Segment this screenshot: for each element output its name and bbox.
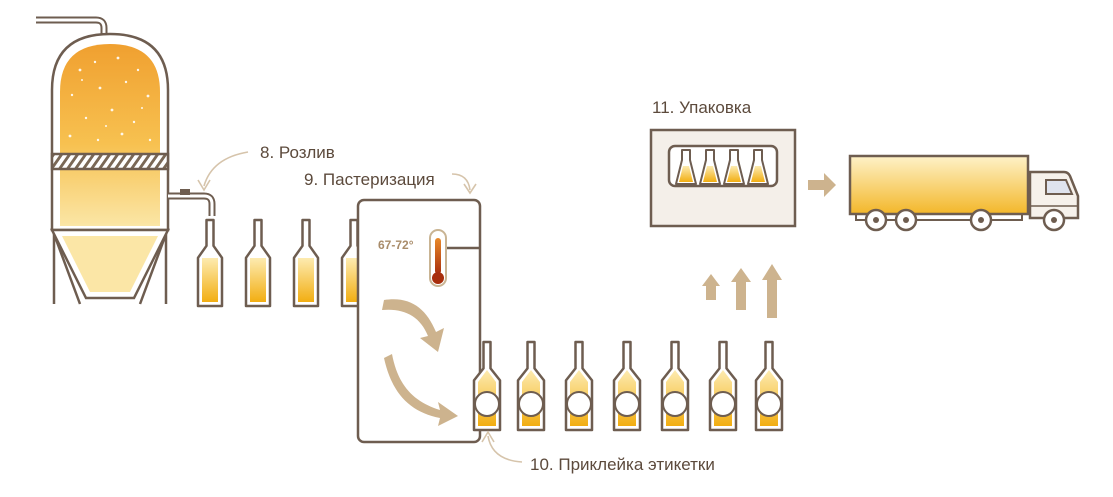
crate-bottle-icon xyxy=(699,149,721,185)
beer-bottle-icon xyxy=(196,218,224,308)
filled-bottles-row xyxy=(196,218,368,308)
labeled-bottles-row xyxy=(472,340,784,432)
pasteurizer-cabinet-icon xyxy=(356,198,482,444)
beer-bottle-icon xyxy=(244,218,272,308)
step-10-labeling-label: 10. Приклейка этикетки xyxy=(530,455,715,474)
labeled-bottle-icon xyxy=(708,340,738,432)
labeled-bottle-icon xyxy=(754,340,784,432)
bottling-connector-arrow xyxy=(197,151,249,192)
crate-bottle-icon xyxy=(675,149,697,185)
step-9-pasteurization-label: 9. Пастеризация xyxy=(304,170,435,189)
labeled-bottle-icon xyxy=(564,340,594,432)
thermometer-icon xyxy=(429,229,447,287)
right-arrow xyxy=(808,173,836,197)
crate-bottle-icon xyxy=(723,149,745,185)
labeled-bottle-icon xyxy=(612,340,642,432)
bottle-crate-icon xyxy=(649,128,797,228)
labeled-bottle-icon xyxy=(472,340,502,432)
beer-bottle-icon xyxy=(292,218,320,308)
step-8-bottling-label: 8. Розлив xyxy=(260,143,335,162)
pasteurization-temperature: 67-72° xyxy=(378,238,414,252)
up-arrows xyxy=(702,264,782,318)
step-11-packaging-label: 11. Упаковка xyxy=(652,98,752,117)
crate-bottle-icon xyxy=(747,149,769,185)
pasteurization-connector-arrow xyxy=(451,173,477,195)
delivery-truck-icon xyxy=(848,154,1080,232)
fermentation-tank-icon xyxy=(36,16,216,305)
pasteurization-flow-arrows xyxy=(382,299,458,426)
labeled-bottle-icon xyxy=(516,340,546,432)
labeling-connector-arrow xyxy=(481,430,523,463)
labeled-bottle-icon xyxy=(660,340,690,432)
